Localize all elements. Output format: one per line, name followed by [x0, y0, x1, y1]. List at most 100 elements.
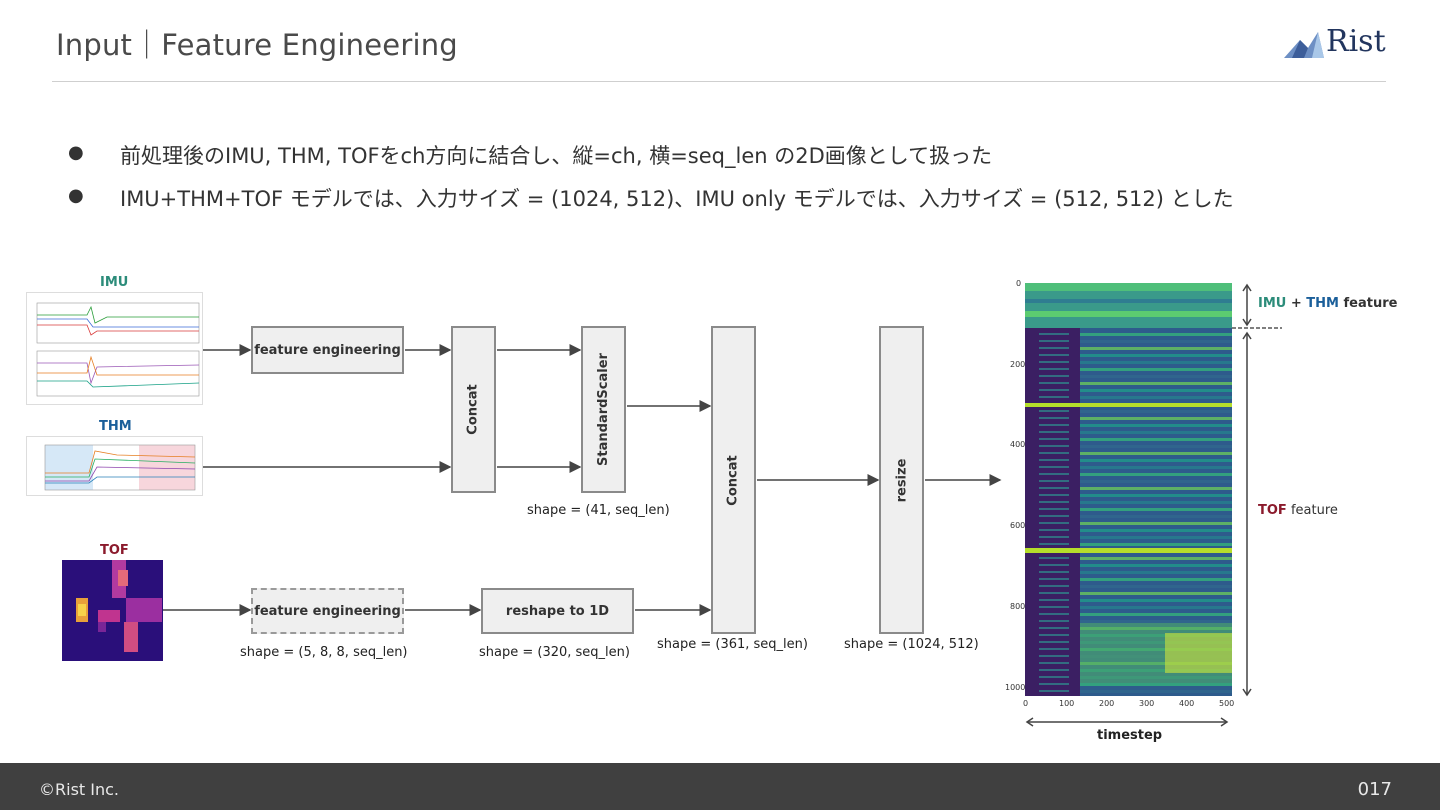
feature-stripe [1080, 340, 1232, 343]
thm-word: THM [1306, 296, 1339, 311]
feature-stripe [1039, 494, 1069, 496]
feature-stripe [1080, 557, 1232, 560]
feature-stripe [1080, 690, 1232, 693]
feature-stripe [1080, 361, 1232, 364]
feature-stripe [1080, 452, 1232, 455]
feature-stripe [1080, 347, 1232, 350]
feature-stripe [1039, 487, 1069, 489]
x-tick: 100 [1059, 699, 1075, 708]
y-tick: 800 [1010, 602, 1026, 611]
feature-stripe [1039, 648, 1069, 650]
feature-stripe [1080, 620, 1232, 623]
feature-stripe [1080, 487, 1232, 490]
imu-plot-thumbnail [26, 292, 203, 405]
box-label: feature engineering [254, 342, 401, 358]
thm-plot-thumbnail [26, 436, 203, 496]
feature-stripe [1080, 424, 1232, 427]
feature-stripe [1080, 543, 1232, 546]
feature-stripe [1039, 683, 1069, 685]
feature-stripe [1039, 417, 1069, 419]
imu-word: IMU [1258, 296, 1287, 311]
box-label: Concat [726, 454, 742, 506]
feature-stripe [1080, 417, 1232, 420]
feature-stripe [1039, 466, 1069, 468]
x-tick: 300 [1139, 699, 1155, 708]
feature-stripe [1039, 557, 1069, 559]
feature-stripe [1039, 396, 1069, 398]
reshape-box: reshape to 1D [481, 588, 634, 634]
feature-stripe [1039, 501, 1069, 503]
copyright-text: ©Rist Inc. [39, 780, 119, 799]
feature-stripe [1039, 368, 1069, 370]
box-label: Concat [466, 384, 482, 435]
feature-stripe [1080, 508, 1232, 511]
feature-stripe [1039, 340, 1069, 342]
feature-stripe [1039, 515, 1069, 517]
bullet-dot-icon: ● [68, 185, 84, 206]
feature-stripe [1039, 543, 1069, 545]
tof-feature-label: TOF feature [1258, 503, 1338, 518]
feature-stripe [1080, 606, 1232, 609]
feature-stripe [1080, 571, 1232, 574]
feature-stripe [1080, 599, 1232, 602]
feature-stripe [1039, 410, 1069, 412]
concat-box: Concat [451, 326, 496, 493]
tof-word: TOF [1258, 503, 1287, 518]
feature-stripe [1039, 676, 1069, 678]
feature-stripe [1039, 690, 1069, 692]
tof-feature-engineering-box: feature engineering [251, 588, 404, 634]
feature-stripe [1039, 641, 1069, 643]
feature-stripe [1039, 459, 1069, 461]
x-axis-label: timestep [1097, 728, 1163, 743]
feature-stripe [1039, 473, 1069, 475]
bullet-text: IMU+THM+TOF モデルでは、入力サイズ = (1024, 512)、IM… [120, 187, 1234, 211]
feature-stripe [1080, 564, 1232, 567]
feature-stripe [1080, 515, 1232, 518]
slide-title: Input｜Feature Engineering [56, 28, 458, 62]
feature-stripe [1039, 620, 1069, 622]
title-divider [52, 81, 1386, 82]
y-tick: 600 [1010, 521, 1026, 530]
x-tick: 500 [1219, 699, 1235, 708]
y-tick: 400 [1010, 440, 1026, 449]
feature-stripe [1039, 606, 1069, 608]
feature-stripe [1039, 375, 1069, 377]
y-tick: 200 [1010, 360, 1026, 369]
feature-stripe [1080, 431, 1232, 434]
y-tick: 1000 [1005, 683, 1026, 692]
feature-stripe [1039, 634, 1069, 636]
shape-label: shape = (41, seq_len) [527, 503, 670, 518]
feature-stripe [1039, 599, 1069, 601]
feature-stripe [1039, 361, 1069, 363]
feature-stripe [1080, 578, 1232, 581]
feature-stripe [1080, 473, 1232, 476]
feature-stripe [1039, 592, 1069, 594]
feature-stripe [1039, 564, 1069, 566]
feature-stripe [1080, 354, 1232, 357]
feature-stripe [1039, 347, 1069, 349]
feature-stripe [1080, 494, 1232, 497]
feature-stripe [1039, 613, 1069, 615]
box-label: feature engineering [254, 603, 401, 619]
bullet-text: 前処理後のIMU, THM, TOFをch方向に結合し、縦=ch, 横=seq_… [120, 144, 993, 168]
plus-word: + [1286, 296, 1307, 311]
shape-label: shape = (1024, 512) [844, 637, 979, 652]
feature-stripe [1080, 585, 1232, 588]
page-number: 017 [1357, 779, 1392, 800]
x-tick: 0 [1023, 699, 1029, 708]
feature-stripe [1039, 431, 1069, 433]
box-label: reshape to 1D [505, 603, 610, 619]
x-tick: 200 [1099, 699, 1115, 708]
logo-text: Rist [1326, 24, 1386, 59]
feature-stripe [1080, 466, 1232, 469]
feature-stripe [1039, 354, 1069, 356]
bullet-dot-icon: ● [68, 142, 84, 163]
shape-label: shape = (5, 8, 8, seq_len) [240, 645, 408, 660]
footer-bar: ©Rist Inc. 017 [0, 763, 1440, 810]
concat-final-box: Concat [711, 326, 756, 634]
feature-stripe [1080, 382, 1232, 385]
feature-stripe [1039, 662, 1069, 664]
feature-word: feature [1286, 503, 1338, 518]
imu-thm-feature-label: IMU + THM feature [1258, 296, 1397, 311]
feature-stripe [1080, 368, 1232, 371]
